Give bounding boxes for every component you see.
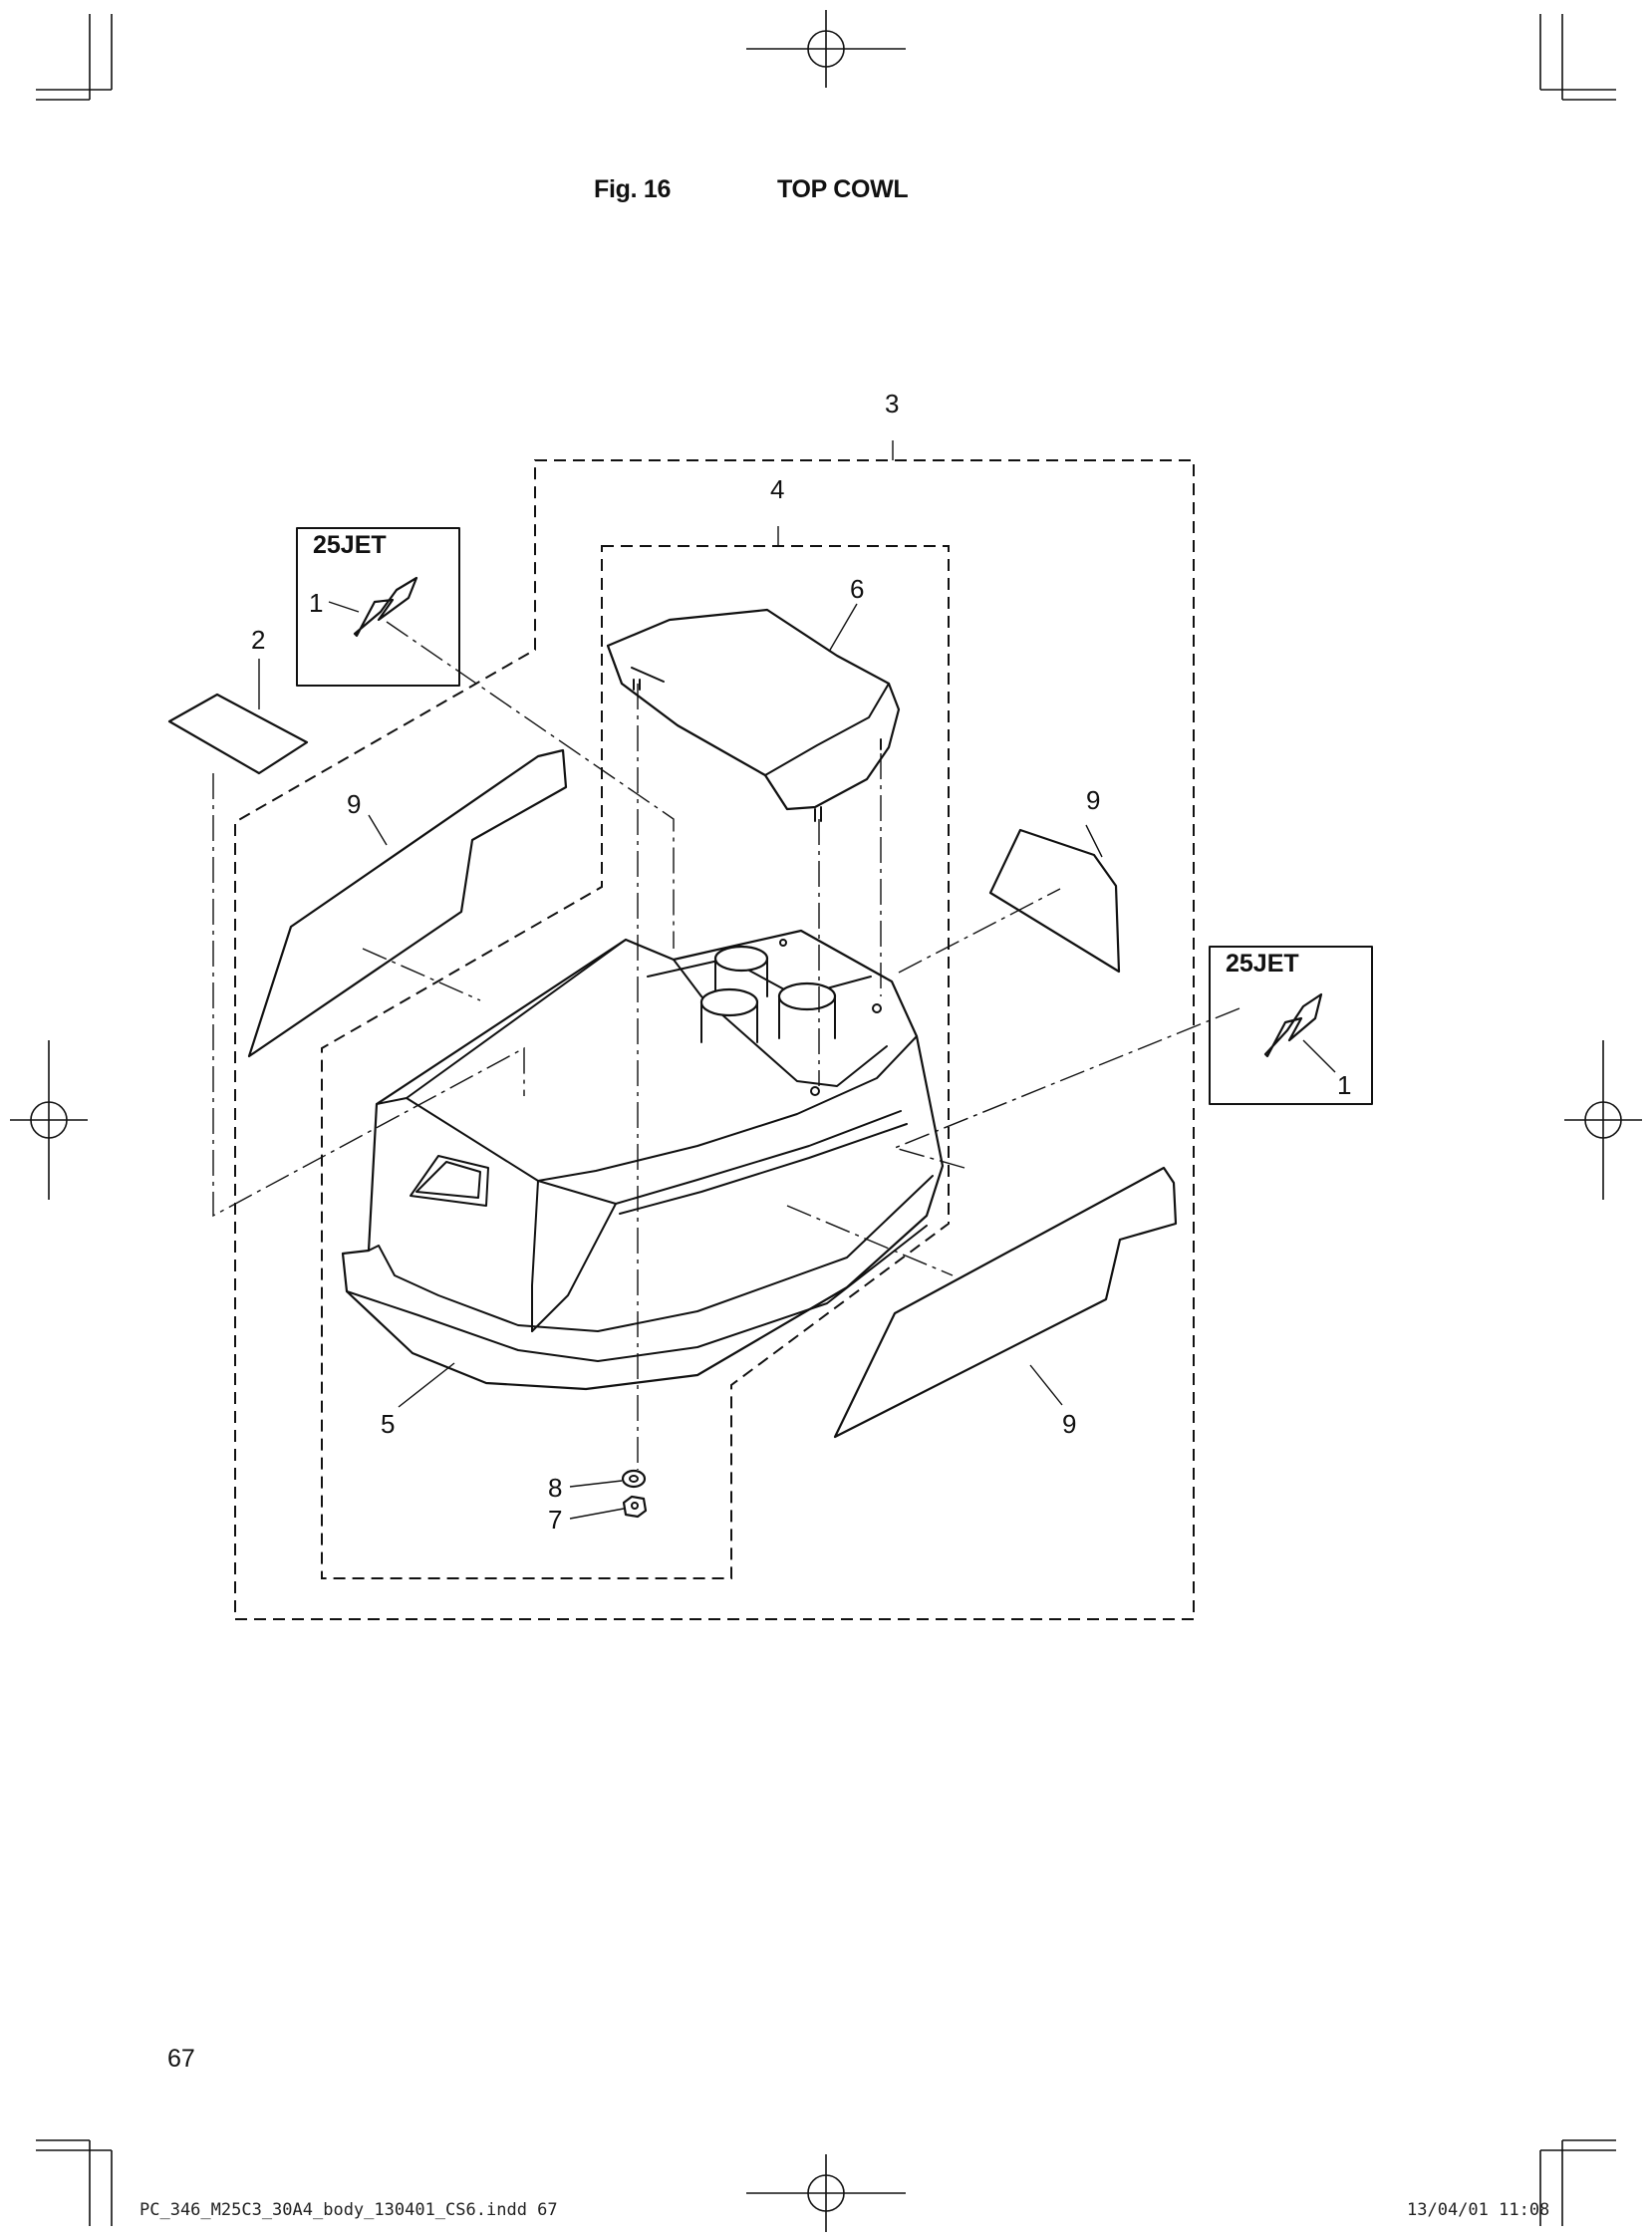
figure-title: TOP COWL [777, 175, 909, 203]
part-1-emblem-left [353, 576, 418, 638]
part-2-plate [167, 693, 309, 775]
page-number: 67 [167, 2045, 195, 2073]
part-6-upper-cover [606, 608, 901, 822]
callout-8: 8 [548, 1473, 562, 1503]
assembly-boundary-3 [234, 459, 1195, 1620]
callout-6: 6 [850, 574, 864, 604]
part-9-decal-right-small [988, 828, 1121, 974]
variant-box-right [1209, 946, 1373, 1105]
callout-2: 2 [251, 625, 265, 655]
boundary-leader-ticks [777, 440, 894, 546]
callout-5: 5 [381, 1409, 395, 1439]
variant-box-left [296, 527, 460, 687]
part-8-washer [621, 1469, 647, 1489]
registration-target-top [746, 10, 906, 88]
variant-label-right: 25JET [1226, 950, 1299, 978]
assembly-boundary-4 [321, 545, 950, 1579]
part-9-decal-left [247, 748, 568, 1058]
callout-9-right: 9 [1086, 785, 1100, 815]
callout-9-left: 9 [347, 789, 361, 819]
registration-target-right [1564, 1040, 1642, 1200]
alignment-lines [212, 621, 1240, 1470]
part-5-top-cowl [341, 929, 945, 1391]
callout-3: 3 [885, 389, 899, 419]
print-slug-date: 13/04/01 11:08 [1407, 2200, 1550, 2220]
registration-target-left [10, 1040, 88, 1200]
callout-4: 4 [770, 474, 784, 504]
part-7-nut [622, 1495, 648, 1519]
part-9-decal-lower-right [833, 1166, 1178, 1439]
callout-9-lower: 9 [1062, 1409, 1076, 1439]
callout-leaders [258, 601, 1336, 1520]
callout-1-right: 1 [1337, 1070, 1351, 1100]
registration-target-bottom [746, 2154, 906, 2232]
callout-1-left: 1 [309, 588, 323, 618]
figure-number: Fig. 16 [594, 175, 672, 203]
variant-label-left: 25JET [313, 531, 387, 559]
crop-marks [36, 14, 1616, 2226]
part-1-emblem-right [1263, 992, 1323, 1058]
print-slug-file: PC_346_M25C3_30A4_body_130401_CS6.indd 6… [139, 2200, 558, 2220]
callout-7: 7 [548, 1505, 562, 1535]
